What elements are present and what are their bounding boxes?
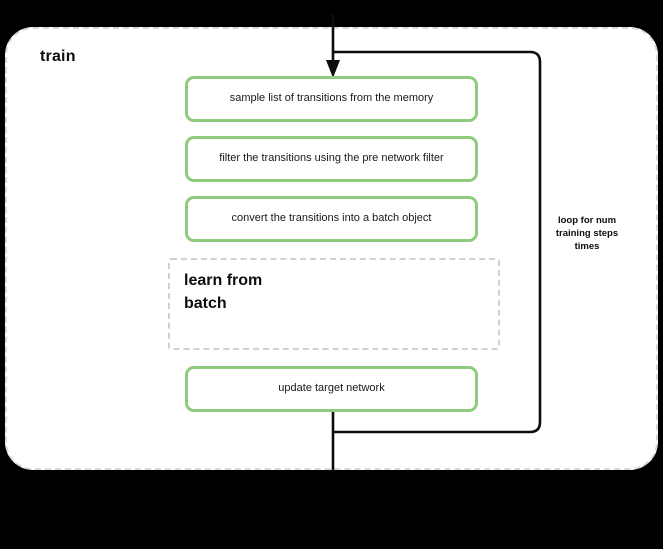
step-label: update target network: [278, 382, 385, 395]
step-box-filter[interactable]: filter the transitions using the pre net…: [185, 136, 478, 182]
step-box-update-target-network[interactable]: update target network: [185, 366, 478, 412]
learn-from-batch-title: learn from batch: [184, 272, 263, 313]
learn-from-batch-group[interactable]: learn from batch: [168, 258, 500, 350]
step-box-convert[interactable]: convert the transitions into a batch obj…: [185, 196, 478, 242]
train-group-title: train: [40, 48, 76, 65]
loop-caption: loop for num training steps times: [555, 215, 619, 252]
step-label: sample list of transitions from the memo…: [229, 92, 434, 105]
step-label: convert the transitions into a batch obj…: [231, 212, 432, 225]
step-box-sample[interactable]: sample list of transitions from the memo…: [185, 76, 478, 122]
step-label: filter the transitions using the pre net…: [219, 152, 444, 165]
